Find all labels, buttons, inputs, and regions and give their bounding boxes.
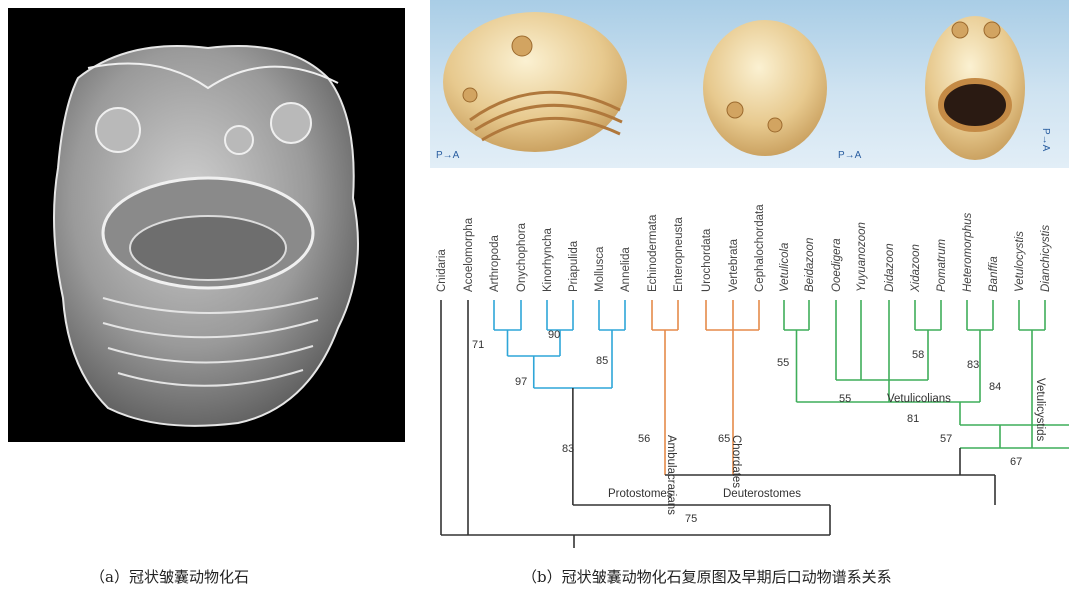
phylogenetic-tree: Cnidaria Acoelomorpha Arthropoda Onychophor…: [420, 180, 1069, 550]
clade-label: Deuterostomes: [723, 488, 801, 500]
support-value: 83: [967, 359, 979, 371]
support-value: 71: [472, 339, 484, 351]
support-value: 75: [685, 513, 697, 525]
taxon-label: Xidazoon: [910, 244, 922, 293]
taxon-label: Onychophora: [516, 222, 528, 292]
support-value: 97: [515, 376, 527, 388]
support-value: 56: [638, 433, 650, 445]
clade-label: Vetulicolians: [887, 393, 951, 405]
reconstruction-images: P→A P→A P→A: [430, 0, 1069, 168]
support-value: 83: [562, 443, 574, 455]
taxon-label: Annelida: [620, 247, 632, 292]
caption-panel-a: （a）冠状皱囊动物化石: [90, 566, 249, 587]
support-value: 57: [940, 433, 952, 445]
support-value: 55: [839, 393, 851, 405]
support-value: 85: [596, 355, 608, 367]
orientation-label: P→A: [436, 150, 459, 161]
taxon-label: Cnidaria: [436, 249, 448, 292]
taxon-label: Vertebrata: [728, 238, 740, 292]
support-value: 65: [718, 433, 730, 445]
support-value: 81: [907, 413, 919, 425]
taxon-label: Heteromorphus: [962, 212, 974, 292]
fossil-photo: [8, 8, 405, 442]
taxon-label: Banffia: [988, 256, 1000, 292]
taxon-label: Beidazoon: [804, 238, 816, 292]
clade-label: Ambulacrarians: [665, 435, 677, 515]
taxon-label: Arthropoda: [489, 234, 501, 292]
orientation-label: P→A: [1040, 128, 1051, 151]
taxon-label: Vetulicola: [779, 243, 791, 292]
support-value: 55: [777, 357, 789, 369]
orientation-label: P→A: [838, 150, 861, 161]
taxon-label: Yuyuanozoon: [856, 222, 868, 292]
taxon-label: Dianchicystis: [1040, 225, 1052, 292]
taxon-label: Pomatrum: [936, 239, 948, 292]
taxon-label: Cephalochordata: [754, 204, 766, 292]
taxon-label: Kinorhyncha: [542, 227, 554, 292]
support-value: 58: [912, 349, 924, 361]
taxon-label: Echinodermata: [647, 214, 659, 292]
taxon-label: Mollusca: [594, 246, 606, 292]
reconstruction-illustration: [430, 0, 1069, 168]
taxon-label: Enteropneusta: [673, 217, 685, 292]
support-value: 84: [989, 381, 1001, 393]
taxon-label: Vetulocystis: [1014, 231, 1026, 292]
clade-label: Protostomes: [608, 488, 673, 500]
clade-label: Chordates: [730, 435, 742, 488]
taxon-label: Priapulida: [568, 240, 580, 292]
taxon-label: Acoelomorpha: [463, 217, 475, 292]
clade-label: Vetulicystids: [1034, 378, 1046, 442]
support-value: 67: [1010, 456, 1022, 468]
fossil-illustration: [8, 8, 405, 442]
taxon-label: Didazoon: [884, 243, 896, 292]
taxon-label: Ooedigera: [831, 238, 843, 292]
taxon-label: Urochordata: [701, 228, 713, 292]
support-value: 90: [548, 329, 560, 341]
caption-panel-b: （b）冠状皱囊动物化石复原图及早期后口动物谱系关系: [522, 566, 892, 587]
